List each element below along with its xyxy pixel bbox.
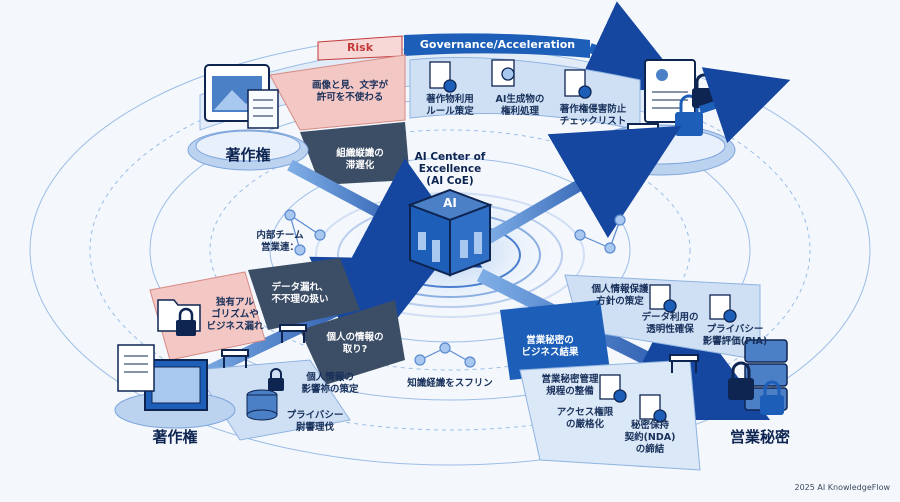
corner-label-bottom-left: 著作権 bbox=[152, 428, 198, 446]
footer-copyright: 2025 AI KnowledgeFlow bbox=[794, 483, 890, 492]
gov-pia: プライバシー 影響評価(PIA) bbox=[702, 324, 768, 347]
governance-banner-shape bbox=[404, 33, 590, 58]
slate-wedge-bottom-1 bbox=[248, 258, 360, 330]
database-lock-icon bbox=[246, 368, 284, 421]
governance-panel-bottom-right-2 bbox=[519, 359, 701, 471]
risk-internal-team: 内部チーム 営業連： bbox=[256, 230, 304, 253]
corner-label-bottom-right: 営業秘密 bbox=[729, 428, 790, 446]
gov-checklist: 著作権侵害防止 チェックリスト bbox=[559, 104, 627, 127]
server-lock-icon bbox=[728, 339, 788, 415]
ai-cube-text: AI bbox=[443, 196, 457, 210]
governance-banner-label: Governance/Acceleration bbox=[419, 38, 576, 51]
blue-wedge-bottom-right bbox=[500, 300, 610, 380]
risk-data-leak: データ漏れ、 不不理の扱い bbox=[271, 282, 329, 305]
barrier-gates bbox=[221, 324, 699, 373]
folder-lock-icon bbox=[157, 299, 201, 336]
risk-banner-label: Risk bbox=[346, 41, 374, 54]
gov-pi-impact: 個人情報の 影響祢の策定 bbox=[301, 372, 359, 395]
slate-wedge-bottom-2 bbox=[300, 300, 405, 385]
gov-data-transparency: データ利用の 透明性確保 bbox=[641, 312, 699, 335]
gov-usage-rules: 著作物利用 ルール策定 bbox=[426, 94, 474, 117]
copyright-platform-bottom bbox=[114, 344, 236, 429]
gov-access-control: アクセス権限 の厳格化 bbox=[556, 407, 614, 430]
gov-privacy-handling: プライバシー 尉響理伐 bbox=[286, 410, 344, 433]
gov-trade-secret-results: 営業秘密の ビジネス結果 bbox=[521, 335, 579, 358]
gov-trade-secret-rules: 営業秘密管理 規程の整備 bbox=[541, 374, 599, 397]
network-nodes bbox=[284, 209, 626, 368]
risk-knowledge: 知識経識をスフリン bbox=[407, 378, 493, 389]
document-check-icons bbox=[429, 59, 737, 423]
risk-wedge-bottom bbox=[149, 271, 266, 361]
gov-ai-rights: AI生成物の 権利処理 bbox=[495, 94, 545, 117]
ai-cube bbox=[407, 188, 493, 277]
coe-title: AI Center of Excellence (AI CoE) bbox=[414, 151, 486, 187]
corner-label-top-left: 著作権 bbox=[225, 146, 271, 164]
copyright-platform-top bbox=[187, 64, 309, 171]
risk-image-text: 画像と見、文字が 許可を不使わる bbox=[311, 80, 388, 103]
risk-wedge-top bbox=[269, 54, 406, 131]
risk-personal-info: 個人の情報の 取り? bbox=[326, 332, 384, 355]
gov-privacy-policy: 個人情報保護 方針の策定 bbox=[591, 284, 649, 307]
risk-org-gap: 組織縦識の 滞遅化 bbox=[336, 148, 384, 171]
gov-nda: 秘密保持 契約(NDA) の締結 bbox=[624, 420, 676, 455]
risk-algorithm-leak: 独有アル ゴリズムや ビジネス漏れ bbox=[206, 297, 264, 332]
